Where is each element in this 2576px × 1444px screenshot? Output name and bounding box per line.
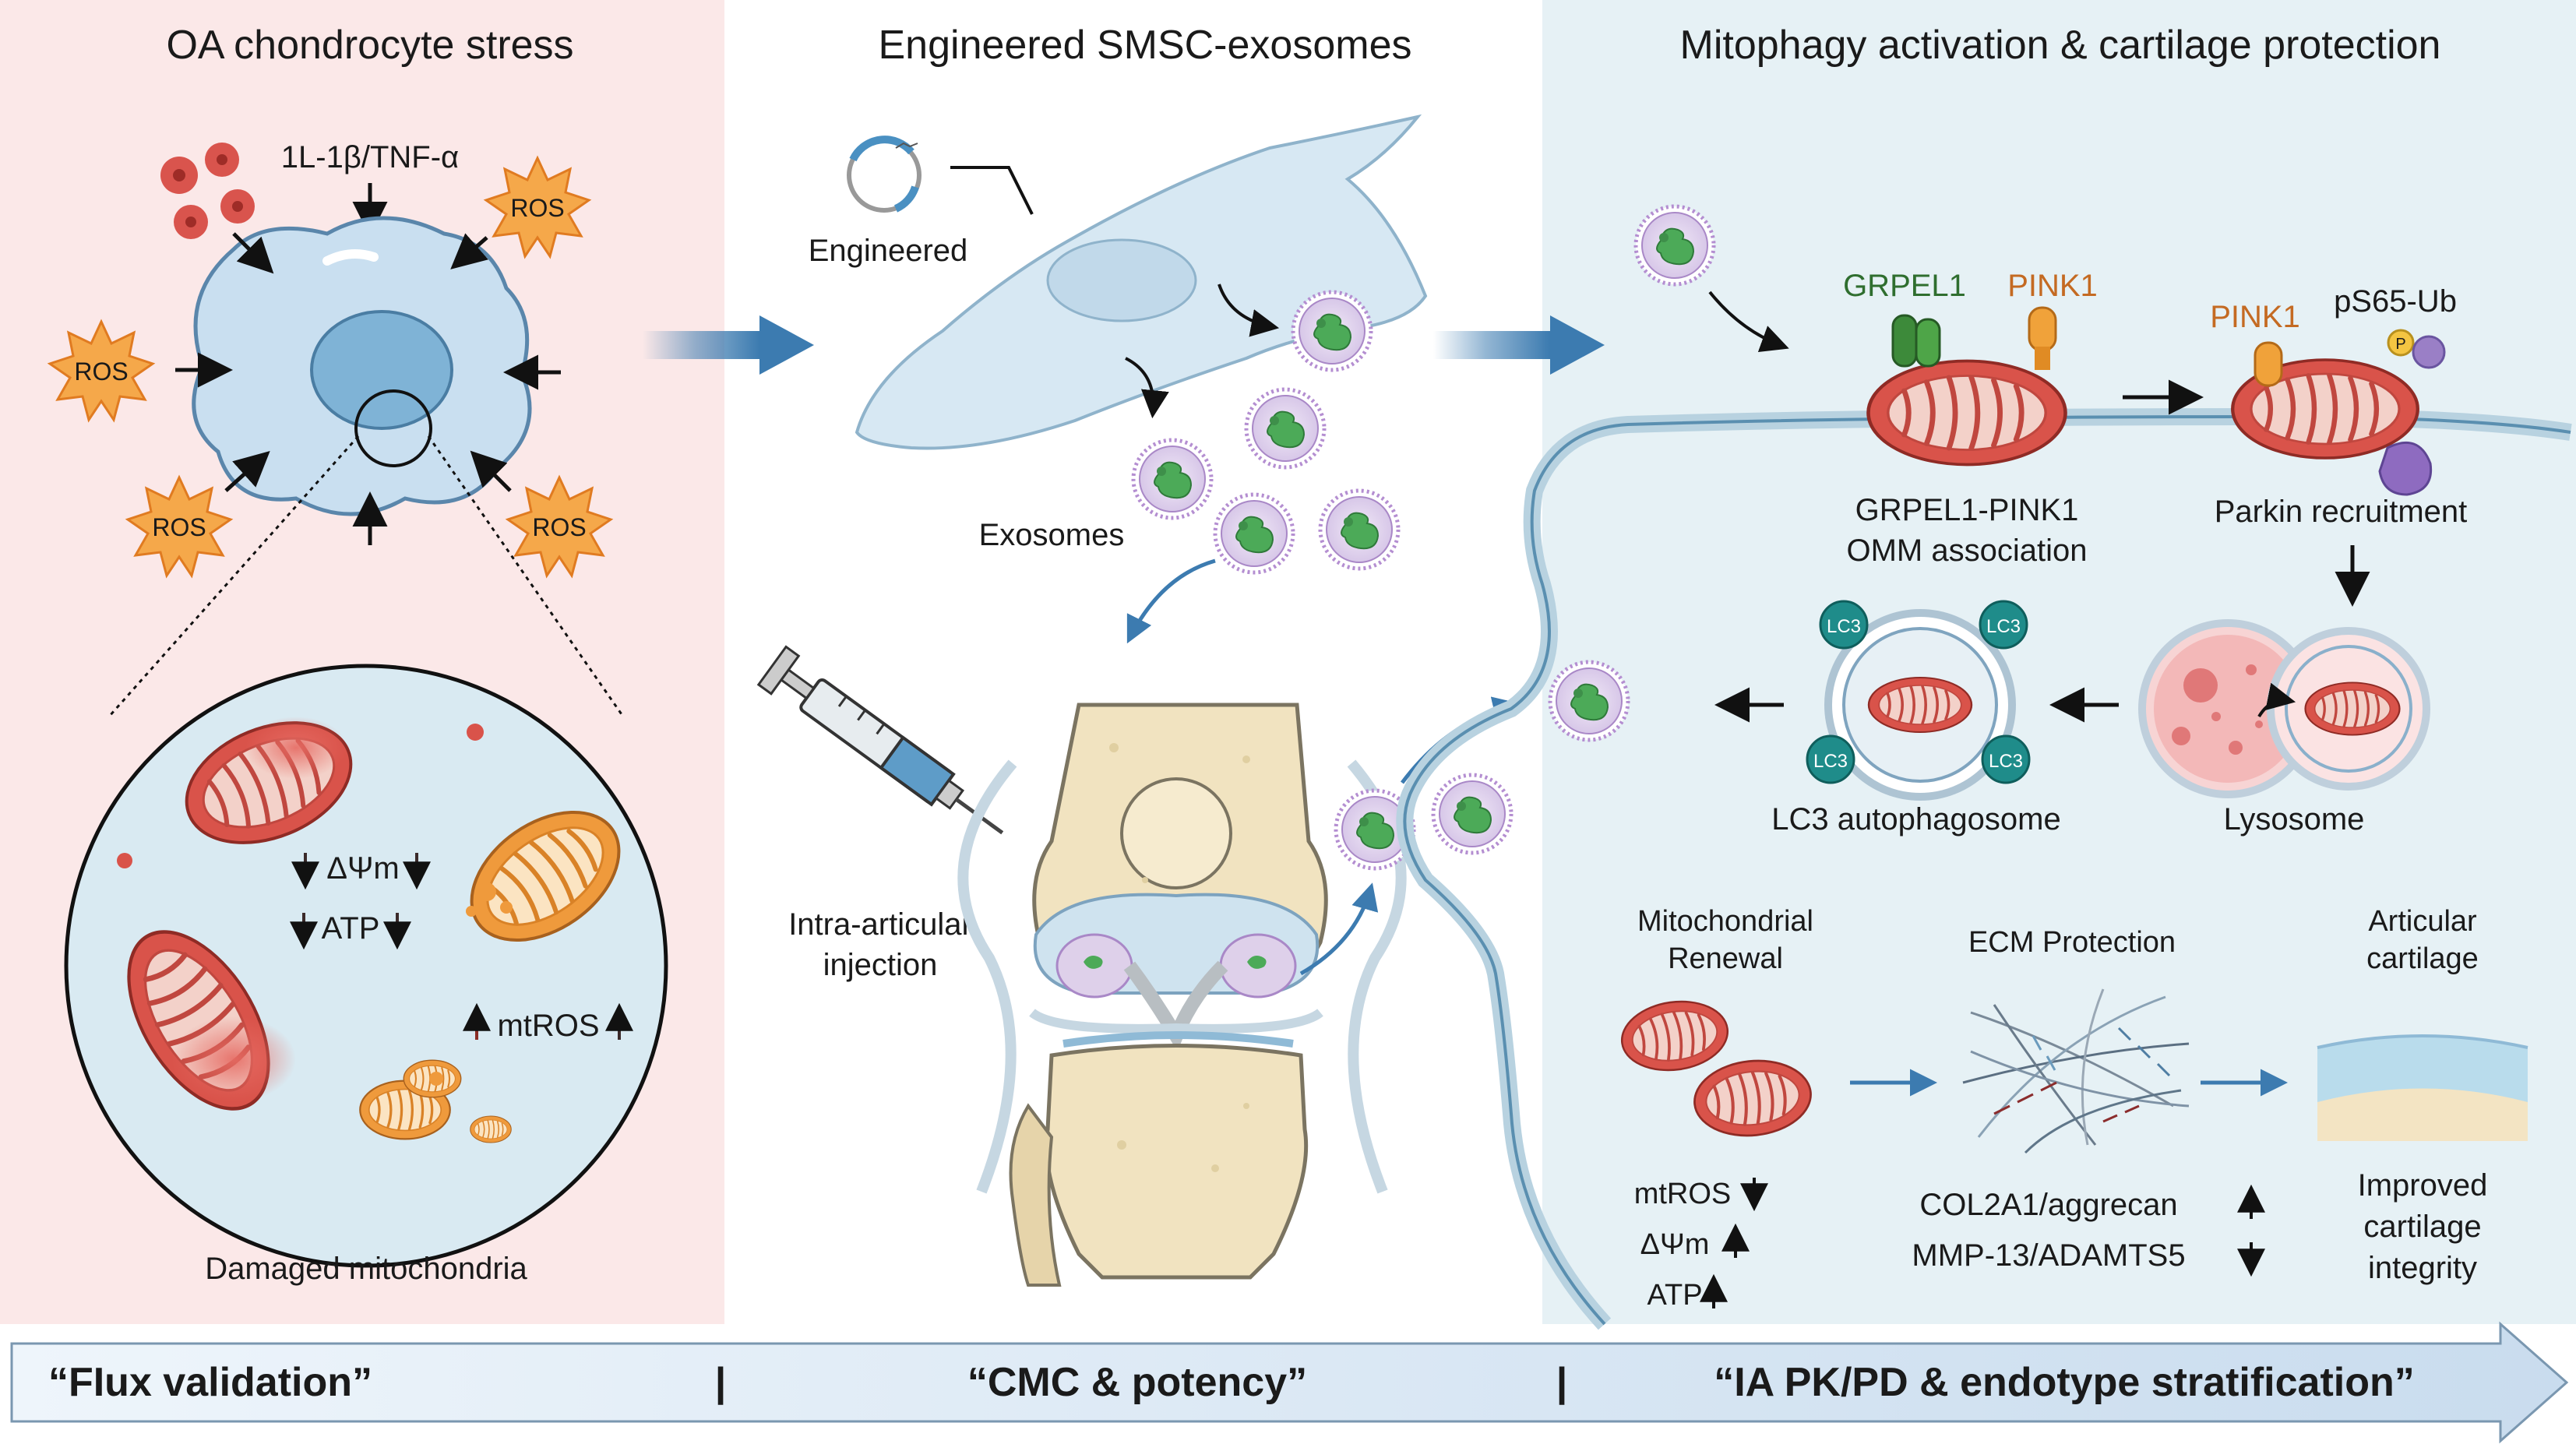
ecm-fiber-mesh: [1962, 988, 2190, 1154]
cell-nucleus: [310, 310, 453, 430]
zoom-circle: [354, 389, 432, 467]
lc3-badge-top-left: LC3: [1819, 600, 1869, 650]
lc3-badge-text: LC3: [1813, 751, 1848, 772]
zoom-line-left: [107, 435, 360, 717]
damage-haze: [245, 717, 347, 779]
improved-line1: Improved: [2358, 1168, 2488, 1203]
lc3-badge-bottom-right: LC3: [1981, 734, 2031, 784]
grpel1-label: GRPEL1: [1843, 269, 1966, 303]
zoom-line-right: [427, 435, 625, 717]
right-atp-text: ATP: [1647, 1279, 1702, 1312]
cell-membrane-line: [1403, 414, 2571, 1326]
left-readouts: [290, 853, 633, 1040]
lc3-badge-text: LC3: [1986, 616, 2021, 637]
membrane-exosome: [1550, 662, 1628, 740]
lysosome-fusion: [2138, 619, 2430, 798]
transition-arrow-1: [643, 315, 814, 375]
cargo-arrow: [1708, 291, 1789, 353]
cartilage-label-line1: Articular: [2368, 905, 2477, 938]
stress-arrows: [175, 232, 561, 545]
left-panel-title: OA chondrocyte stress: [166, 23, 573, 68]
grpel1-protein: [1891, 314, 1941, 368]
improved-line3: integrity: [2368, 1251, 2477, 1285]
fragmented-mitochondrion-3: [470, 1115, 512, 1143]
banner-separator-2: |: [1556, 1360, 1568, 1405]
transition-arrow-2: [1433, 315, 1605, 375]
secretion-arrow-1: [1218, 284, 1280, 337]
exosomes-label: Exosomes: [979, 518, 1125, 552]
ps65-ub-label: pS65-Ub: [2334, 284, 2457, 319]
left-dpsi-text: ΔΨm: [326, 851, 399, 886]
pink1-label: PINK1: [2007, 269, 2098, 303]
damage-haze: [171, 1016, 296, 1102]
pink1-protein-2: [2254, 341, 2283, 387]
syringe-icon: [756, 645, 1004, 835]
articular-cartilage-icon: [2317, 1034, 2528, 1141]
cartilage-label-line2: cartilage: [2366, 942, 2479, 975]
ubiquitin-icon: [2412, 335, 2446, 369]
improved-line2: cartilage: [2363, 1210, 2481, 1244]
lc3-badge-top-right: LC3: [1979, 600, 2028, 650]
delivery-arrow: [1126, 558, 1216, 644]
ros-top-right: ROS: [485, 157, 590, 258]
ros-label: ROS: [74, 357, 128, 386]
knee-joint: [957, 703, 1407, 1287]
lc3-badge-text: LC3: [1989, 751, 2023, 772]
ros-left: ROS: [48, 320, 154, 421]
lc3-autophagosome: [1824, 609, 2016, 801]
parkin-protein: [2378, 441, 2433, 496]
ros-label: ROS: [152, 513, 206, 541]
left-atp-text: ATP: [322, 911, 380, 946]
endocytosed-exosome: [1636, 206, 1714, 284]
cytokine-label: 1L-1β/TNF-α: [281, 140, 459, 174]
cell-highlight: [322, 249, 379, 266]
ecm-label: ECM Protection: [1968, 926, 2176, 959]
middle-panel-title: Engineered SMSC-exosomes: [879, 23, 1412, 68]
lc3-badge-text: LC3: [1827, 616, 1861, 637]
engineered-pointer: [950, 166, 1034, 215]
smsc-nucleus: [1046, 238, 1197, 322]
banner-separator-1: |: [715, 1360, 727, 1405]
right-mtros-text: mtROS: [1634, 1178, 1732, 1210]
secretion-arrow-2: [1125, 357, 1169, 419]
right-dpsi-text: ΔΨm: [1640, 1228, 1710, 1261]
phospho-badge-text: P: [2395, 336, 2405, 353]
lysosome-label: Lysosome: [2224, 802, 2365, 836]
ros-label: ROS: [510, 194, 564, 222]
assoc-label-line2: OMM association: [1847, 534, 2088, 568]
banner-item-ia-pkpd: “IA PK/PD & endotype stratification”: [1714, 1360, 2415, 1405]
left-mtros-text: mtROS: [497, 1009, 599, 1043]
renewal-label-line2: Renewal: [1668, 942, 1783, 975]
mmp-text: MMP-13/ADAMTS5: [1912, 1238, 2185, 1273]
autophagosome-label: LC3 autophagosome: [1771, 802, 2060, 836]
assoc-label-line1: GRPEL1-PINK1: [1855, 493, 2079, 527]
ros-bottom-right: ROS: [506, 476, 612, 577]
injection-label-line1: Intra-articular: [788, 907, 972, 942]
uptake-arrow: [1299, 882, 1379, 976]
col2a1-text: COL2A1/aggrecan: [1919, 1188, 2177, 1222]
right-panel-title: Mitophagy activation & cartilage protect…: [1680, 23, 2441, 68]
phospho-badge: [2387, 329, 2415, 357]
pink1-protein: [2028, 306, 2057, 370]
plasmid-icon: [847, 136, 922, 213]
debris-dots: [117, 724, 513, 1086]
parkin-recruitment-label: Parkin recruitment: [2215, 495, 2468, 529]
banner-item-flux: “FIux validation”: [48, 1360, 372, 1405]
renewal-label-line1: Mitochondrial: [1637, 905, 1813, 938]
engineered-label: Engineered: [809, 234, 968, 268]
damaged-mitochondria-caption: Damaged mitochondria: [205, 1252, 527, 1286]
bottom-banner-arrow: [10, 1321, 2569, 1444]
banner-item-cmc: “CMC & potency”: [967, 1360, 1307, 1405]
right-readout-arrows: [1700, 1178, 1768, 1308]
injection-label-line2: injection: [823, 948, 938, 982]
lc3-badge-bottom-left: LC3: [1806, 734, 1855, 784]
pink1-label-2: PINK1: [2210, 300, 2300, 334]
blood-cells: [160, 143, 255, 239]
mitochondrion-association: [1869, 361, 2066, 465]
ros-label: ROS: [532, 513, 586, 541]
ros-bottom-left: ROS: [126, 476, 232, 577]
